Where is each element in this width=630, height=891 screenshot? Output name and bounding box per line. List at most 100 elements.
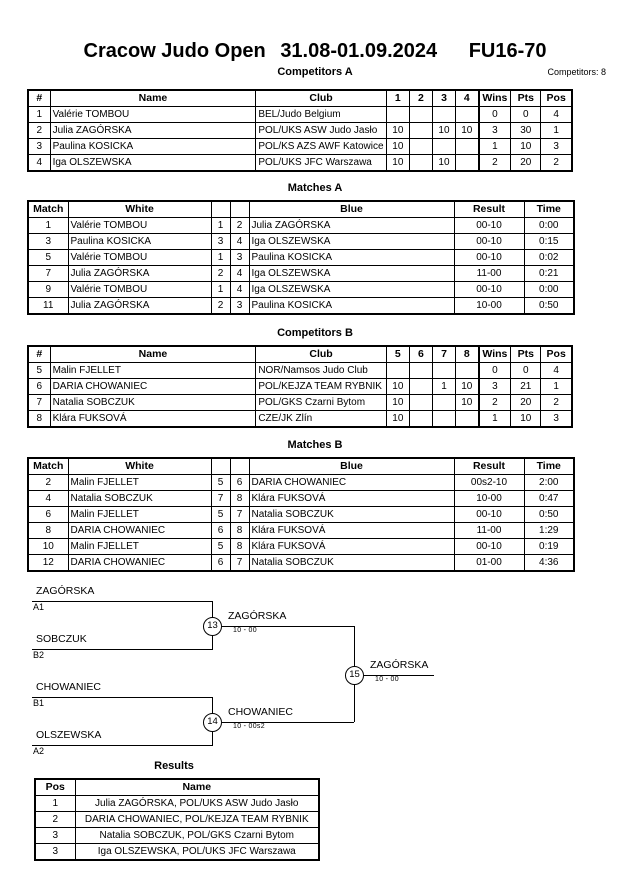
cell-pos: 3: [540, 410, 573, 428]
cell-num: 8: [27, 410, 51, 428]
bracket-line-14: [222, 722, 354, 723]
cell-club: BEL/Judo Belgium: [255, 106, 387, 123]
col-score-5: 5: [385, 345, 410, 363]
cell-name: Julia ZAGÓRSKA, POL/UKS ASW Judo Jasło: [74, 795, 320, 812]
cell-club: POL/GKS Czarni Bytom: [255, 394, 387, 411]
elimination-bracket: ZAGÓRSKA A1 SOBCZUK B2 13 ZAGÓRSKA 10 - …: [0, 580, 630, 760]
cell-score-3: 10: [431, 154, 457, 172]
cell-blue: Iga OLSZEWSKA: [248, 281, 455, 298]
cell-pos: 1: [540, 378, 573, 395]
cell-white-num: 3: [210, 233, 231, 250]
pool-a-caption: Competitors A: [277, 66, 353, 78]
club-label: POL/UKS ASW Judo Jasło: [258, 125, 378, 136]
bracket-line-slot1: [32, 601, 212, 602]
cell-blue-num: 8: [229, 490, 250, 507]
cell-score-1: [385, 362, 410, 379]
cell-blue: Klára FUKSOVÁ: [248, 490, 455, 507]
cell-white-num: 7: [210, 490, 231, 507]
col-club: Club: [255, 345, 387, 363]
col-score-3: 3: [431, 89, 457, 107]
bracket-match-node-13[interactable]: 13: [203, 617, 222, 636]
bracket-match-node-14[interactable]: 14: [203, 713, 222, 732]
cell-name: Natalia SOBCZUK: [49, 394, 257, 411]
col-score-8: 8: [455, 345, 480, 363]
table-header-row: # Name Club 1 2 3 4 Wins Pts Pos: [27, 89, 573, 107]
col-score-4: 4: [455, 89, 480, 107]
cell-result: 11-00: [453, 522, 525, 539]
cell-score-3: [431, 394, 457, 411]
cell-pts: 20: [510, 154, 542, 172]
cell-time: 4:36: [523, 554, 575, 572]
cell-score-3: [431, 410, 457, 428]
cell-name: Malin FJELLET: [49, 362, 257, 379]
cell-white-num: 2: [210, 265, 231, 282]
cell-white-num: 1: [210, 281, 231, 298]
club-label: POL/UKS JFC Warszawa: [258, 157, 372, 168]
cell-pts: 21: [510, 378, 542, 395]
club-label: POL/KEJZA TEAM RYBNIK: [258, 381, 382, 392]
cell-blue: Natalia SOBCZUK: [248, 506, 455, 523]
cell-score-4: [455, 106, 480, 123]
cell-time: 0:15: [523, 233, 575, 250]
cell-result: 10-00: [453, 297, 525, 315]
cell-white: Malin FJELLET: [67, 506, 212, 523]
bracket-score-15: 10 - 00: [375, 676, 399, 683]
cell-blue: Iga OLSZEWSKA: [248, 233, 455, 250]
cell-time: 0:19: [523, 538, 575, 555]
col-pts: Pts: [510, 89, 542, 107]
cell-name: Iga OLSZEWSKA, POL/UKS JFC Warszawa: [74, 843, 320, 861]
cell-blue-num: 3: [229, 297, 250, 315]
bracket-match-node-15[interactable]: 15: [345, 666, 364, 685]
cell-club: CZE/JK Zlín: [255, 410, 387, 428]
cell-pts: 0: [510, 106, 542, 123]
cell-match: 12: [27, 554, 69, 572]
cell-score-3: [431, 106, 457, 123]
cell-score-4: [455, 362, 480, 379]
bracket-slot-seed-2: B2: [33, 650, 45, 660]
col-blue-num: [229, 200, 250, 218]
cell-white: Valérie TOMBOU: [67, 249, 212, 266]
bracket-score-14: 10 - 00s2: [233, 723, 265, 730]
cell-white: Valérie TOMBOU: [67, 281, 212, 298]
cell-score-4: 10: [455, 122, 480, 139]
cell-name: DARIA CHOWANIEC: [49, 378, 257, 395]
cell-match: 5: [27, 249, 69, 266]
cell-num: 5: [27, 362, 51, 379]
cell-match: 9: [27, 281, 69, 298]
cell-white-num: 5: [210, 474, 231, 491]
bracket-score-13: 10 - 00: [233, 627, 257, 634]
cell-blue-num: 8: [229, 522, 250, 539]
cell-name: Paulina KOSICKA: [49, 138, 257, 155]
table-header-row: Pos Name: [34, 778, 320, 796]
cell-pos: 1: [540, 122, 573, 139]
cell-score-3: [431, 138, 457, 155]
cell-score-1: 10: [385, 410, 410, 428]
cell-white: Malin FJELLET: [67, 474, 212, 491]
cell-club: POL/UKS ASW Judo Jasło: [255, 122, 387, 139]
cell-pos: 3: [34, 827, 76, 844]
cell-white: Paulina KOSICKA: [67, 233, 212, 250]
cell-match: 3: [27, 233, 69, 250]
cell-white-num: 5: [210, 506, 231, 523]
col-wins: Wins: [477, 345, 512, 363]
cell-match: 4: [27, 490, 69, 507]
col-match: Match: [27, 200, 69, 218]
cell-blue: Julia ZAGÓRSKA: [248, 217, 455, 234]
cell-wins: 3: [477, 122, 512, 139]
cell-time: 0:02: [523, 249, 575, 266]
cell-name: Iga OLSZEWSKA: [49, 154, 257, 172]
cell-blue-num: 3: [229, 249, 250, 266]
cell-wins: 2: [477, 394, 512, 411]
cell-result: 11-00: [453, 265, 525, 282]
